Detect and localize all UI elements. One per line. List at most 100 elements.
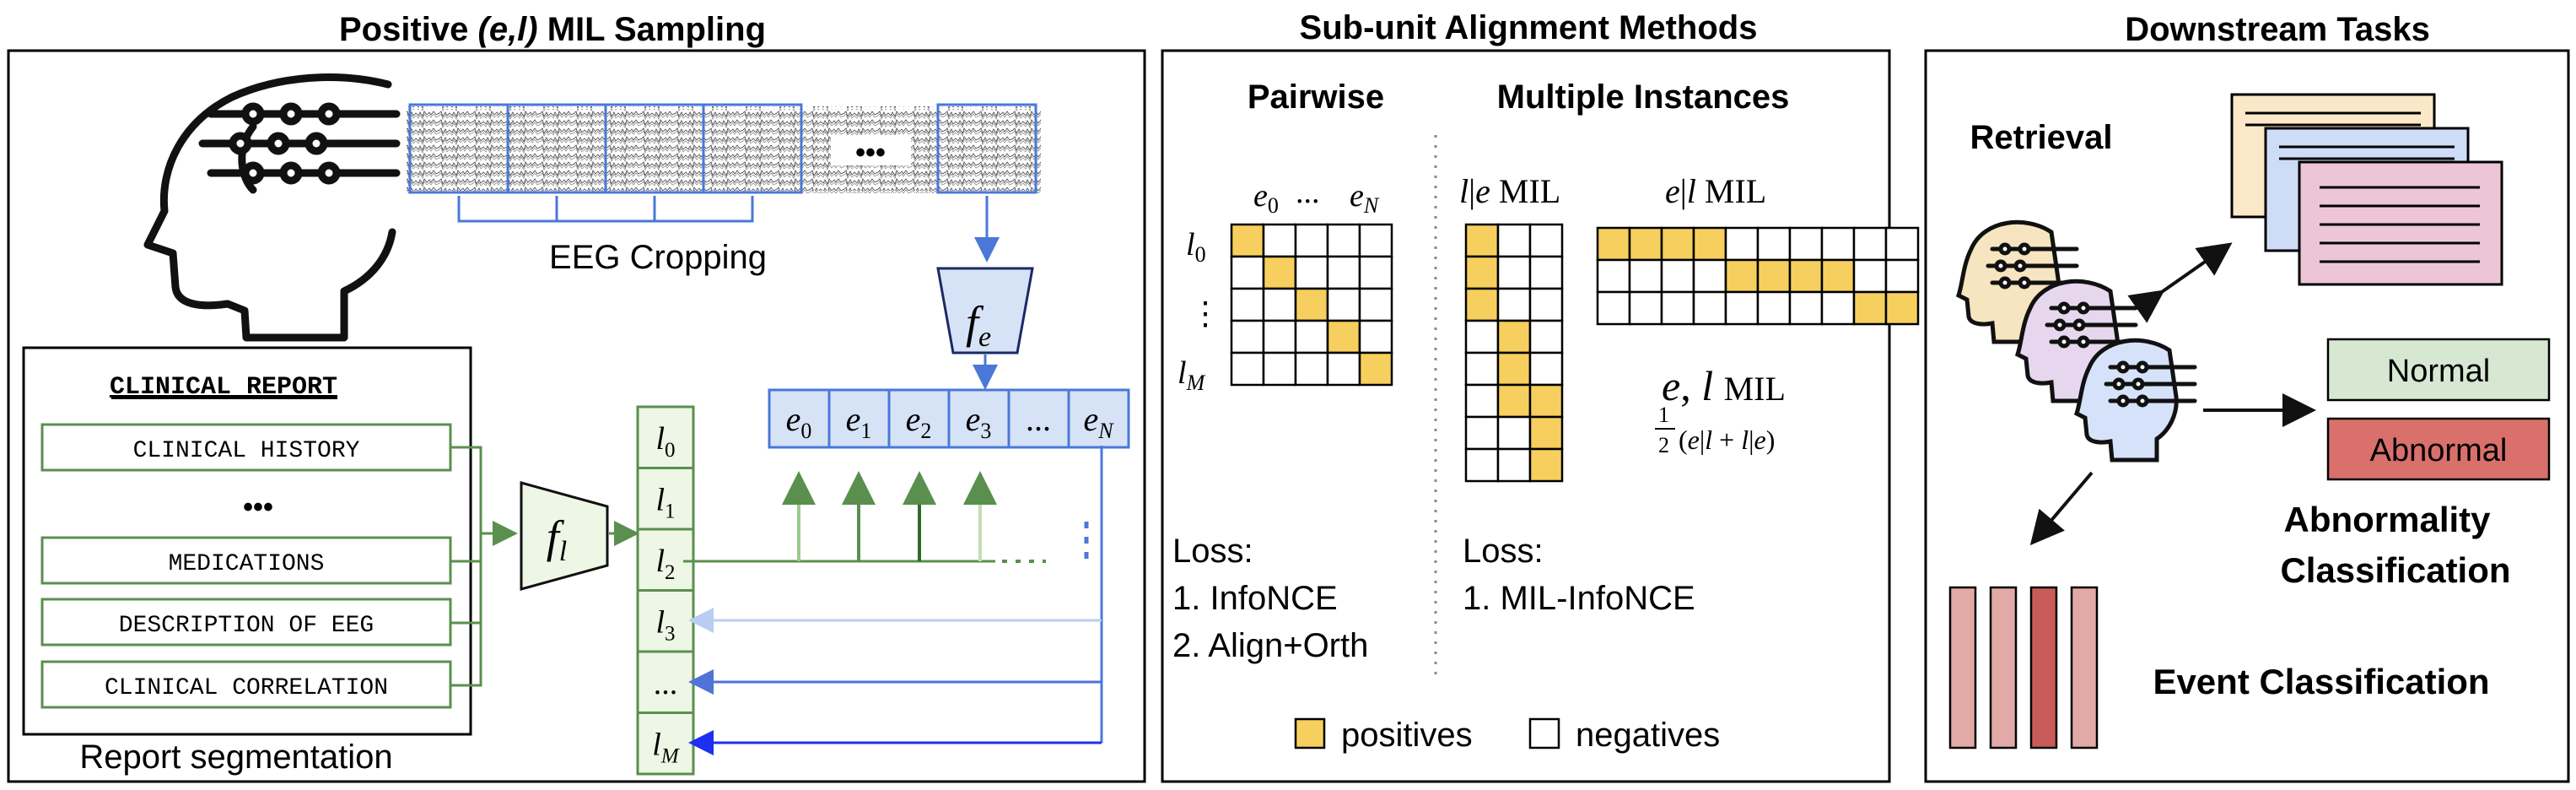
negative-cell — [1326, 351, 1361, 387]
negative-cell — [1724, 226, 1760, 262]
eeg-encoder-fe — [936, 267, 1034, 354]
positive-cell — [1528, 447, 1564, 483]
loss-left-title: Loss: — [1172, 533, 1253, 570]
positive-pairing-arrows — [683, 471, 1046, 563]
pairwise-col-label: ... — [1296, 175, 1320, 210]
eeg-token-label: e0 — [786, 400, 812, 443]
avg-half-den: 2 — [1658, 433, 1669, 457]
eeg-cropping-label: EEG Cropping — [549, 239, 767, 276]
pairwise-col-label: e0 — [1253, 178, 1279, 218]
clinical-report-title: CLINICAL REPORT — [110, 373, 337, 402]
eeg-token-label: eN — [1083, 400, 1114, 443]
positive-cell — [1628, 226, 1663, 262]
positive-cell — [1724, 258, 1760, 294]
negative-cell — [1464, 319, 1500, 354]
negative-cell — [1326, 223, 1361, 258]
positive-cell — [1660, 226, 1695, 262]
negative-cell — [1788, 290, 1824, 326]
report-to-fl-connector — [450, 446, 518, 687]
report-section-label: CLINICAL HISTORY — [133, 438, 360, 464]
report-section-label: DESCRIPTION OF EEG — [119, 613, 374, 639]
positive-cell — [1756, 258, 1792, 294]
negative-cell — [1464, 415, 1500, 451]
legend-negatives-label: negatives — [1576, 717, 1720, 754]
positive-cell — [1326, 319, 1361, 354]
avg-formula: (e|l + l|e) — [1679, 425, 1775, 455]
negative-cell — [1820, 290, 1856, 326]
negative-cell — [1294, 255, 1329, 290]
positive-cell — [1852, 290, 1888, 326]
positive-cell — [1528, 415, 1564, 451]
negative-cell — [1692, 290, 1727, 326]
legend-negatives-swatch — [1528, 717, 1560, 749]
pairwise-col-label: eN — [1350, 178, 1380, 218]
positive-cell — [1464, 223, 1500, 258]
negative-cell — [1820, 226, 1856, 262]
negative-cell — [1464, 383, 1500, 419]
negative-cell — [1496, 255, 1532, 290]
abnormal-label: Abnormal — [2370, 433, 2508, 468]
pairwise-matrix — [1230, 223, 1393, 387]
negative-cell — [1464, 447, 1500, 483]
negative-cell — [1230, 319, 1265, 354]
abnormality-label-line1: Abnormality — [2283, 500, 2491, 539]
negative-cell — [1358, 255, 1393, 290]
negative-cell — [1326, 255, 1361, 290]
abnormal-class-box — [2326, 417, 2551, 481]
retrieval-label: Retrieval — [1970, 119, 2113, 156]
e-l-mil-label: e, l MIL — [1662, 362, 1786, 409]
report-segmentation-label: Report segmentation — [79, 739, 392, 776]
loss-right-item: 1. MIL-InfoNCE — [1463, 580, 1695, 617]
negative-cell — [1628, 258, 1663, 294]
eeg-signal-strip — [407, 106, 1041, 193]
pairwise-row-label: l0 — [1186, 227, 1206, 267]
left-panel-frame — [7, 49, 1146, 783]
report-ellipsis: ••• — [243, 491, 273, 523]
negative-cell — [1262, 351, 1297, 387]
positive-cell — [1496, 383, 1532, 419]
left-panel-title: Positive (e,l) MIL Sampling — [339, 11, 766, 48]
negative-cell — [1230, 287, 1265, 322]
report-token-label: l2 — [655, 544, 675, 584]
pairwise-row-label: lM — [1178, 355, 1206, 395]
event-class-bars — [1948, 586, 2099, 749]
negative-cell — [1230, 255, 1265, 290]
right-panel-frame — [1924, 49, 2570, 783]
pairwise-row-label: ⋮ — [1189, 296, 1221, 332]
report-token-cell — [636, 712, 695, 776]
loss-left-item: 2. Align+Orth — [1172, 627, 1368, 664]
positive-cell — [1262, 255, 1297, 290]
positive-cell — [1496, 319, 1532, 354]
negative-cell — [1496, 287, 1532, 322]
negative-cell — [1294, 319, 1329, 354]
positive-cell — [1464, 255, 1500, 290]
negative-cell — [1358, 287, 1393, 322]
negative-cell — [1852, 226, 1888, 262]
middle-panel-frame — [1161, 49, 1891, 783]
normal-label: Normal — [2387, 354, 2490, 389]
positive-cell — [1528, 383, 1564, 419]
positive-cell — [1464, 287, 1500, 322]
positive-cell — [1596, 226, 1631, 262]
eeg-token-cell — [1067, 388, 1130, 449]
negative-cell — [1496, 415, 1532, 451]
negative-cell — [1528, 319, 1564, 354]
loss-left-item: 1. InfoNCE — [1172, 580, 1338, 617]
report-section-box — [40, 536, 452, 585]
brain-head-icon — [143, 73, 401, 342]
report-encoder-fl — [520, 481, 609, 591]
negative-cell — [1660, 258, 1695, 294]
middle-panel-title: Sub-unit Alignment Methods — [1300, 9, 1758, 46]
negative-cell — [1496, 223, 1532, 258]
negative-cell — [1230, 351, 1265, 387]
negative-cell — [1724, 290, 1760, 326]
positive-cell — [1884, 290, 1920, 326]
negative-cell — [1756, 226, 1792, 262]
eeg-crop-window — [936, 103, 1037, 194]
eeg-token-label: e3 — [966, 400, 992, 443]
negative-cell — [1528, 223, 1564, 258]
eeg-crop-window — [702, 103, 803, 194]
